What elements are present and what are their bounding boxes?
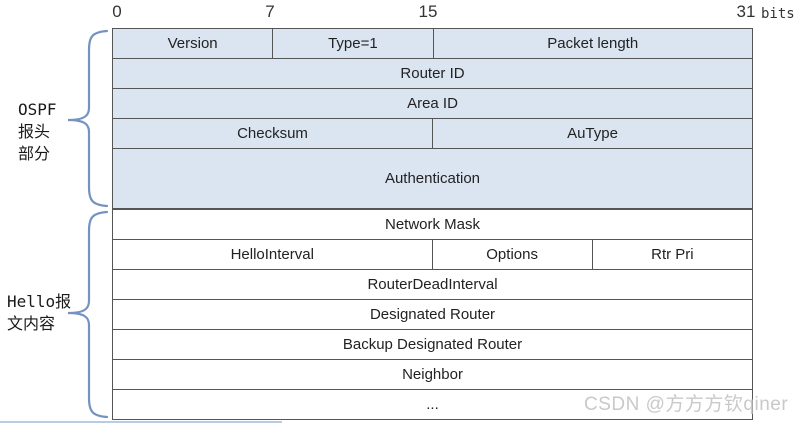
packet-row: Router ID xyxy=(113,58,752,88)
hello-section-brace xyxy=(67,210,109,419)
bit-tick-31: 31 xyxy=(736,2,756,21)
header-section-label-line: OSPF xyxy=(18,100,57,119)
field-checksum: Checksum xyxy=(113,119,432,148)
field-network-mask: Network Mask xyxy=(113,210,752,239)
field-options: Options xyxy=(431,240,592,269)
packet-row: Backup Designated Router xyxy=(113,329,752,359)
bit-tick-7: 7 xyxy=(265,2,275,21)
field-neighbor: Neighbor xyxy=(113,360,752,389)
bits-unit-label: bits xyxy=(761,6,795,22)
header-section-brace xyxy=(67,29,109,208)
field-designated-router: Designated Router xyxy=(113,300,752,329)
hello-section-label: Hello报 文内容 xyxy=(7,291,71,335)
field-type-1: Type=1 xyxy=(272,29,433,58)
field-version: Version xyxy=(113,29,273,58)
packet-row: Area ID xyxy=(113,88,752,118)
packet-row: ... xyxy=(113,389,752,419)
field-autype: AuType xyxy=(432,119,752,148)
field-area-id: Area ID xyxy=(113,89,752,118)
header-section-label-line: 部分 xyxy=(18,144,51,163)
header-section-label-line: 报头 xyxy=(18,122,51,141)
header-section-label: OSPF 报头 部分 xyxy=(18,99,57,165)
csdn-watermark: CSDN @方方方钦qiner xyxy=(584,394,789,415)
packet-row: Network Mask xyxy=(113,210,752,239)
field-rtr-pri: Rtr Pri xyxy=(591,240,752,269)
field-ellipsis: ... xyxy=(113,390,752,419)
field-router-id: Router ID xyxy=(113,59,752,88)
field-backup-designated-router: Backup Designated Router xyxy=(113,330,752,359)
packet-row: Neighbor xyxy=(113,359,752,389)
bit-tick-0: 0 xyxy=(112,2,122,21)
hello-section-label-line: Hello报 xyxy=(7,292,72,311)
bottom-edge-line xyxy=(0,421,282,423)
packet-row: Designated Router xyxy=(113,299,752,329)
field-packet-length: Packet length xyxy=(432,29,752,58)
field-authentication: Authentication xyxy=(113,149,752,208)
hello-section-label-line: 文内容 xyxy=(7,314,56,333)
packet-row: RouterDeadInterval xyxy=(113,269,752,299)
packet-row: Authentication xyxy=(113,148,752,208)
field-routerdeadinterval: RouterDeadInterval xyxy=(113,270,752,299)
bit-tick-15: 15 xyxy=(418,2,438,21)
field-hellointerval: HelloInterval xyxy=(113,240,432,269)
